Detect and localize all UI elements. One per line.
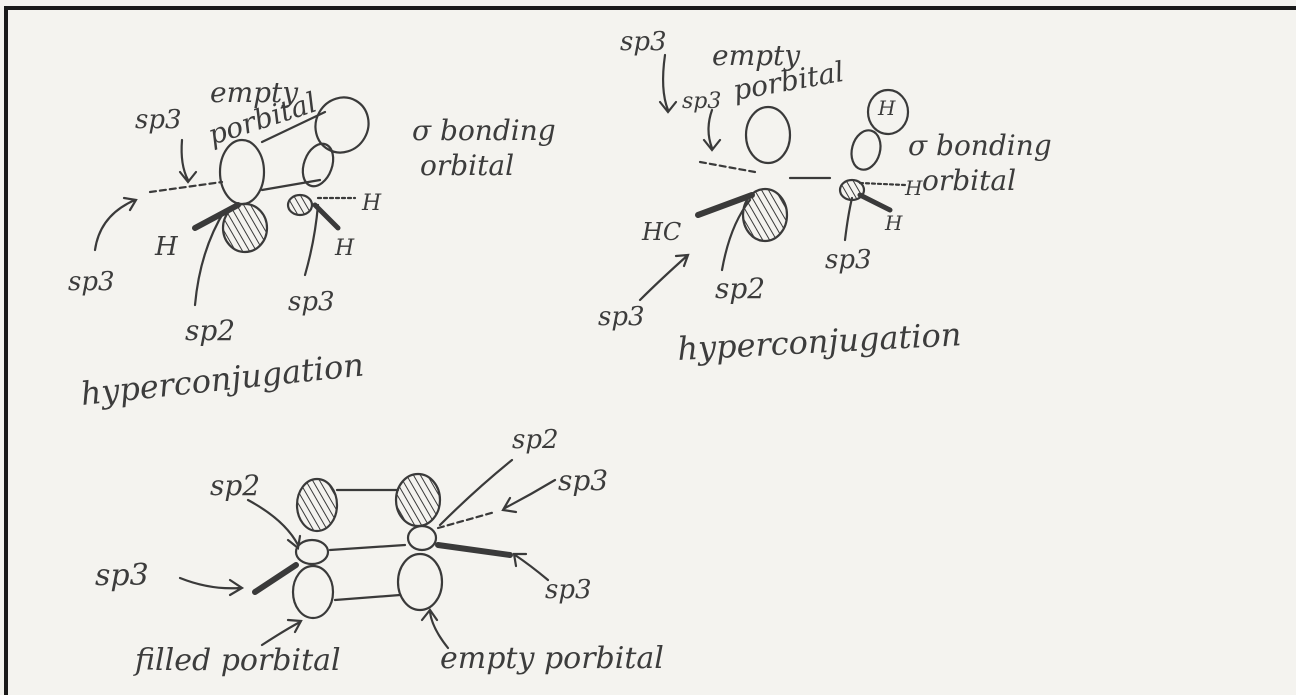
- arrow-sp3-right-bottom: [514, 554, 548, 580]
- label-sp3-right: sp3: [825, 245, 872, 275]
- overlap-line: [330, 545, 405, 550]
- label-sigma-orbital: orbital: [420, 149, 514, 182]
- label-sp3-left: sp3: [95, 558, 149, 593]
- arrow-sp3-right-top: [503, 480, 555, 512]
- label-sp3-top: sp3: [620, 27, 667, 57]
- arrow-sp2-right: [440, 460, 512, 525]
- panel-3-labels: sp2 sp3 sp2 sp3 sp3 filled porbital empt…: [95, 425, 664, 678]
- label-hyperconjugation-1: hyperconjugation: [79, 345, 366, 413]
- arrow-sp3-top: [180, 140, 196, 182]
- label-h-left: H: [154, 232, 179, 262]
- label-sigma-orbital-2: orbital: [922, 164, 1016, 197]
- label-sp3-inner: sp3: [682, 89, 721, 114]
- label-h-right-2: H: [884, 211, 903, 235]
- label-sp2-right: sp2: [512, 425, 559, 455]
- arrow-sp3-left: [180, 578, 242, 595]
- label-sp3-right-bottom: sp3: [545, 575, 592, 605]
- sp3-bond-dashed: [150, 182, 222, 192]
- label-h-c: HC: [641, 218, 681, 246]
- arrow-sp3-right: [845, 198, 852, 240]
- label-sp3-bottom: sp3: [288, 287, 335, 317]
- overlap-line: [335, 595, 400, 600]
- arrow-filled: [262, 620, 301, 645]
- filled-p-orbital-top-lobe: [297, 479, 337, 531]
- label-sp2: sp2: [715, 272, 765, 305]
- c-h-dashed-bond: [860, 183, 905, 185]
- empty-p-orbital-top-lobe: [220, 140, 264, 204]
- label-sp3-left: sp3: [598, 302, 645, 332]
- arrow-sp3-left: [640, 255, 688, 300]
- arrow-sp3-bottom: [305, 205, 318, 275]
- c-h-wedge-bond: [860, 195, 890, 210]
- label-hyperconjugation-2: hyperconjugation: [676, 315, 962, 368]
- filled-p-orbital-bottom-lobe: [293, 566, 333, 618]
- label-empty-porbital: empty porbital: [440, 641, 664, 676]
- label-filled-porbital: filled porbital: [133, 643, 341, 678]
- label-sp2-left: sp2: [210, 469, 260, 502]
- arrow-sp3-top: [660, 55, 676, 112]
- label-sigma-bonding: σ bonding: [412, 114, 556, 147]
- empty-p-orbital-mid: [408, 526, 436, 550]
- c-wedge-bond: [438, 545, 510, 555]
- c-wedge-bond: [255, 565, 296, 592]
- label-h-right-1: H: [361, 191, 382, 216]
- empty-p-orbital-top-lobe: [396, 474, 440, 526]
- sp3-small-lobe: [288, 195, 312, 215]
- h-orbital-ellipse: [305, 88, 378, 162]
- empty-p-orbital-top-lobe: [746, 107, 790, 163]
- arrow-sp3-inner: [704, 110, 720, 150]
- arrow-sp3-left: [95, 198, 136, 250]
- panel-2-labels: sp3 empty sp3 porbital H σ bonding orbit…: [598, 27, 1052, 368]
- panel-1-labels: sp3 empty porbital sp3 H sp2 sp3 H H hyp…: [68, 76, 382, 413]
- page-border: [6, 8, 1296, 695]
- label-sp2: sp2: [185, 314, 235, 347]
- label-sp3-top: sp3: [135, 105, 182, 135]
- sigma-bonding-label: σ bonding orbital: [412, 114, 556, 182]
- arrow-sp2-left: [248, 500, 300, 548]
- label-h-right-2: H: [334, 236, 355, 261]
- label-sigma-bonding-2: σ bonding: [908, 129, 1052, 162]
- filled-p-orbital-mid: [296, 540, 328, 564]
- sp3-bond-dashed: [700, 162, 755, 172]
- label-sp3-left: sp3: [68, 267, 115, 297]
- label-sp3-right-top: sp3: [558, 464, 608, 497]
- label-h-right-1: H: [904, 176, 923, 200]
- empty-p-orbital-bottom-lobe: [398, 554, 442, 610]
- label-h-top: H: [877, 96, 896, 120]
- sp3-orbital-lobe: [847, 127, 884, 173]
